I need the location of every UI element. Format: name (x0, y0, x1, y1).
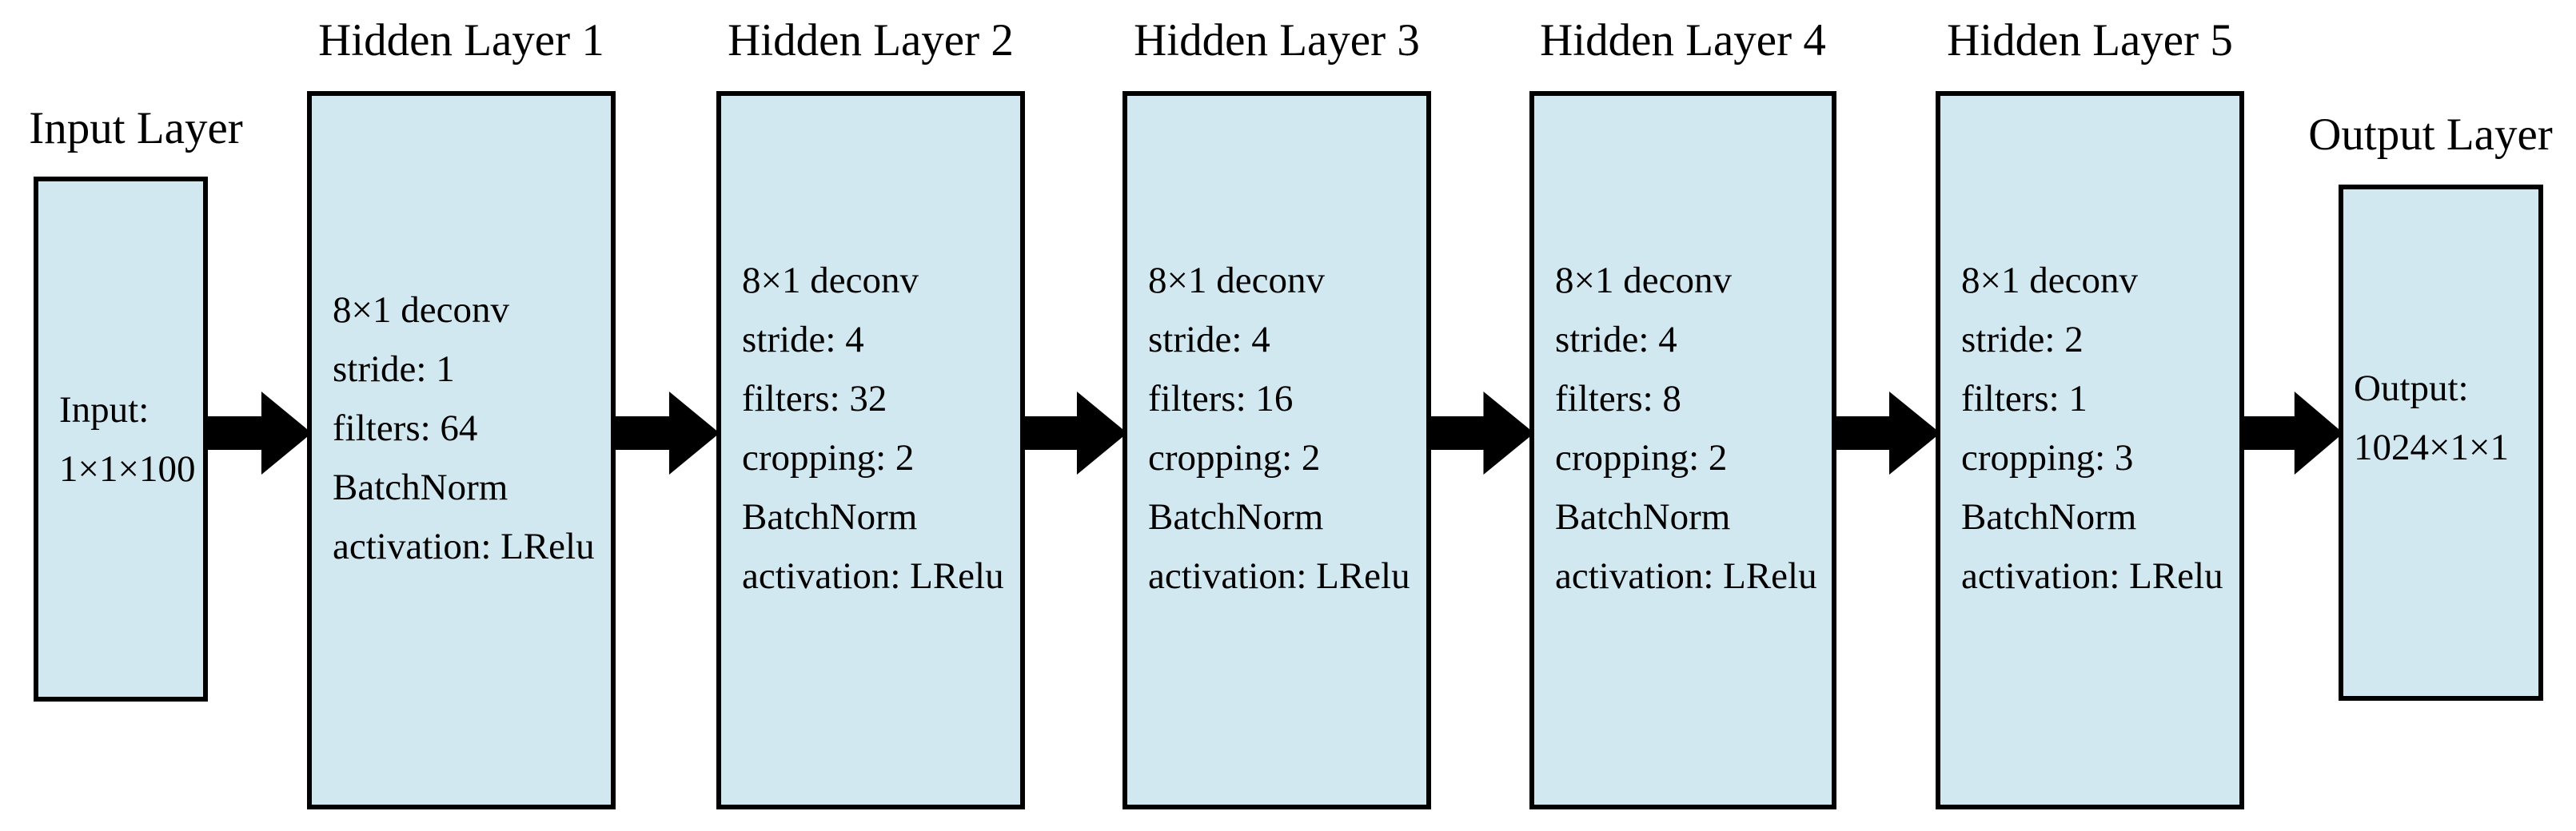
layer-spec-line: 1×1×100 (59, 447, 196, 490)
layer-spec-line: filters: 8 (1555, 377, 1681, 419)
output-layer-title: Output Layer (2308, 109, 2553, 160)
arrow-hidden4-to-hidden5 (1832, 392, 1940, 475)
hidden-layer-2-box: 8×1 deconv stride: 4 filters: 32 croppin… (716, 91, 1025, 809)
layer-spec-line: BatchNorm (1555, 495, 1731, 538)
layer-spec-line: filters: 64 (333, 407, 478, 449)
layer-spec-line: activation: LRelu (1961, 555, 2223, 597)
arrow-input-to-hidden1 (205, 392, 312, 475)
output-layer-spec: Output: 1024×1×1 (2343, 189, 2538, 696)
layer-spec-line: stride: 4 (1148, 318, 1270, 360)
layer-spec-line: filters: 1 (1961, 377, 2088, 419)
layer-spec-line: stride: 1 (333, 348, 455, 390)
layer-spec-line: BatchNorm (333, 466, 508, 508)
arrow-hidden1-to-hidden2 (612, 392, 720, 475)
hidden-layer-4-spec: 8×1 deconv stride: 4 filters: 8 cropping… (1534, 96, 1832, 805)
layer-spec-line: stride: 4 (742, 318, 864, 360)
layer-spec-line: cropping: 2 (1148, 436, 1321, 479)
input-layer-box: Input: 1×1×100 (34, 177, 208, 702)
right-arrow-icon (1426, 392, 1534, 475)
layer-spec-line: stride: 4 (1555, 318, 1677, 360)
hidden-layer-3-title: Hidden Layer 3 (1134, 15, 1420, 66)
right-arrow-icon (1832, 392, 1940, 475)
layer-spec-line: 8×1 deconv (742, 259, 919, 301)
layer-spec-line: cropping: 2 (742, 436, 915, 479)
hidden-layer-1-title: Hidden Layer 1 (318, 15, 604, 66)
arrow-hidden5-to-output (2239, 392, 2343, 475)
layer-spec-line: 8×1 deconv (1148, 259, 1325, 301)
layer-spec-line: Output: (2354, 368, 2469, 409)
output-layer-box: Output: 1024×1×1 (2339, 185, 2543, 701)
layer-spec-line: filters: 32 (742, 377, 887, 419)
layer-spec-line: 8×1 deconv (333, 288, 509, 331)
arrow-hidden2-to-hidden3 (1020, 392, 1127, 475)
hidden-layer-4-title: Hidden Layer 4 (1540, 15, 1826, 66)
layer-spec-line: cropping: 2 (1555, 436, 1728, 479)
layer-spec-line: activation: LRelu (333, 525, 595, 567)
layer-spec-line: activation: LRelu (742, 555, 1004, 597)
right-arrow-icon (1020, 392, 1127, 475)
hidden-layer-2-spec: 8×1 deconv stride: 4 filters: 32 croppin… (721, 96, 1020, 805)
layer-spec-line: BatchNorm (1961, 495, 2137, 538)
hidden-layer-5-title: Hidden Layer 5 (1947, 15, 2233, 66)
layer-spec-line: 8×1 deconv (1555, 259, 1732, 301)
layer-spec-line: activation: LRelu (1148, 555, 1410, 597)
layer-spec-line: BatchNorm (1148, 495, 1324, 538)
input-layer-title: Input Layer (29, 103, 243, 153)
hidden-layer-5-spec: 8×1 deconv stride: 2 filters: 1 cropping… (1940, 96, 2239, 805)
hidden-layer-2-title: Hidden Layer 2 (728, 15, 1014, 66)
right-arrow-icon (612, 392, 720, 475)
layer-spec-line: activation: LRelu (1555, 555, 1817, 597)
layer-spec-line: filters: 16 (1148, 377, 1294, 419)
layer-spec-line: stride: 2 (1961, 318, 2084, 360)
arrow-hidden3-to-hidden4 (1426, 392, 1534, 475)
hidden-layer-3-box: 8×1 deconv stride: 4 filters: 16 croppin… (1123, 91, 1431, 809)
layer-spec-line: BatchNorm (742, 495, 918, 538)
layer-spec-line: cropping: 3 (1961, 436, 2134, 479)
hidden-layer-4-box: 8×1 deconv stride: 4 filters: 8 cropping… (1529, 91, 1836, 809)
hidden-layer-5-box: 8×1 deconv stride: 2 filters: 1 cropping… (1936, 91, 2244, 809)
layer-spec-line: 1024×1×1 (2354, 427, 2510, 468)
hidden-layer-1-box: 8×1 deconv stride: 1 filters: 64 BatchNo… (307, 91, 616, 809)
hidden-layer-1-spec: 8×1 deconv stride: 1 filters: 64 BatchNo… (312, 96, 611, 805)
hidden-layer-3-spec: 8×1 deconv stride: 4 filters: 16 croppin… (1127, 96, 1426, 805)
right-arrow-icon (2239, 392, 2343, 475)
layer-spec-line: 8×1 deconv (1961, 259, 2138, 301)
input-layer-spec: Input: 1×1×100 (38, 181, 203, 697)
layer-spec-line: Input: (59, 388, 150, 431)
right-arrow-icon (205, 392, 312, 475)
